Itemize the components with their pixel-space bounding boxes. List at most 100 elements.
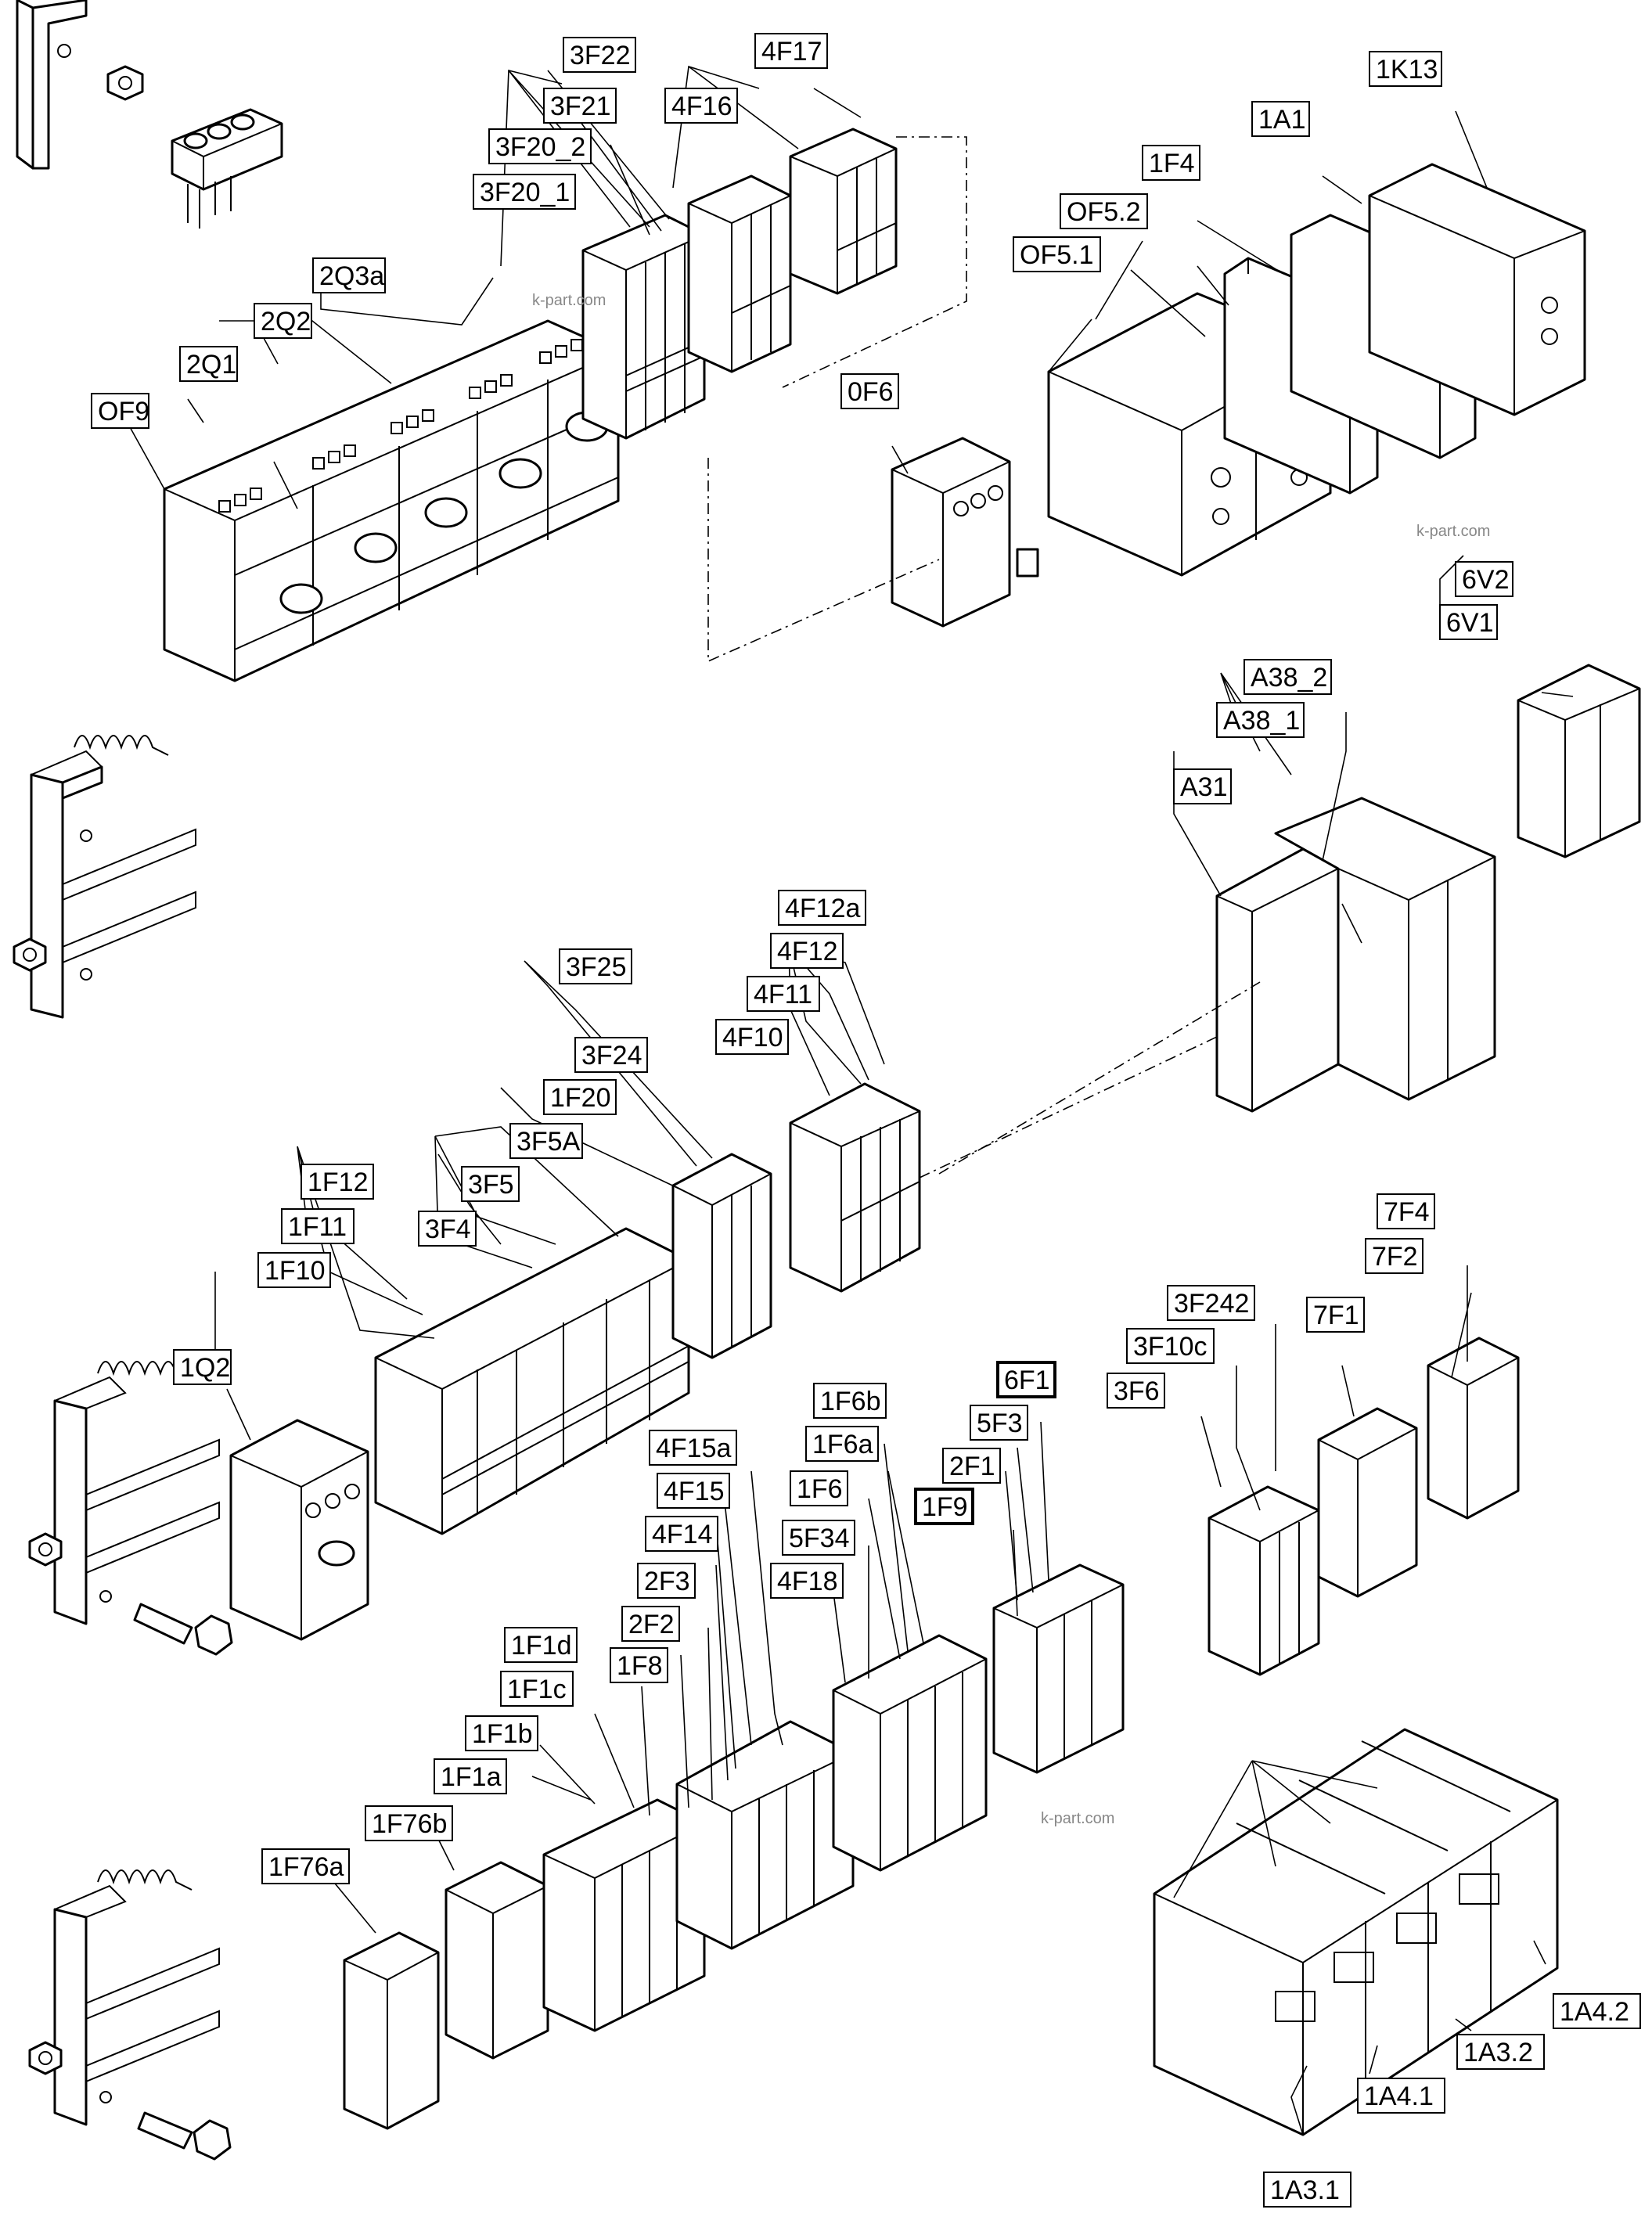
callout-4f12: 4F12 [770, 933, 844, 969]
callout-text: 3F21 [550, 92, 611, 121]
callout-box [257, 1252, 331, 1288]
callout-4f12a: 4F12a [778, 890, 866, 926]
breaker-1F76a [343, 1931, 440, 2130]
callout-labels: 3F223F213F20_23F20_14F174F161K131A11F4OF… [91, 33, 1641, 2208]
callout-3f20-1: 3F20_1 [473, 174, 576, 210]
callout-box [790, 1470, 848, 1506]
breaker-group-3F6 [1208, 1485, 1320, 1676]
callout-text: 4F12 [777, 937, 838, 966]
callout-box [488, 128, 592, 164]
breaker-1F76b [444, 1861, 549, 2060]
callout-box [559, 948, 632, 984]
callout-box [1456, 2034, 1545, 2070]
callout-text: A38_1 [1223, 706, 1300, 736]
callout-text: 1A4.2 [1560, 1997, 1629, 2027]
callout-box [1553, 1993, 1641, 2029]
callout-text: 7F2 [1372, 1242, 1418, 1272]
callout-text: 6V1 [1446, 608, 1494, 638]
callout-1f1a: 1F1a [434, 1758, 507, 1794]
callout-text: 1F9 [922, 1492, 968, 1522]
callout-text: 1F76a [268, 1852, 344, 1882]
callout-text: 4F15 [664, 1477, 725, 1506]
callout-text: 1A3.2 [1463, 2038, 1533, 2067]
callout-box [1439, 604, 1498, 640]
callout-text: 2Q3a [319, 261, 384, 291]
callout-1a4-2: 1A4.2 [1553, 1993, 1641, 2029]
callout-1f6a: 1F6a [805, 1426, 879, 1462]
callout-text: 6F1 [1004, 1366, 1050, 1395]
callout-text: 1Q2 [180, 1353, 230, 1383]
callout-text: 3F4 [425, 1214, 471, 1244]
callout-text: A31 [1180, 772, 1228, 802]
callout-box [1357, 2078, 1445, 2114]
callout-box [1216, 702, 1305, 738]
din-rail-bottom [28, 1869, 232, 2161]
callout-text: 2Q1 [186, 350, 236, 380]
callout-2f3: 2F3 [637, 1563, 696, 1599]
callout-box [637, 1563, 696, 1599]
callout-1q2: 1Q2 [173, 1349, 232, 1385]
callout-3f5: 3F5 [461, 1166, 520, 1202]
callout-text: 3F24 [581, 1041, 642, 1071]
callout-box [942, 1448, 1001, 1484]
callout-box [173, 1349, 232, 1385]
callout-box [473, 174, 576, 210]
motor-protector-0F6 [891, 437, 1039, 628]
callout-3f21: 3F21 [543, 88, 617, 124]
callout-box [778, 890, 866, 926]
callout-3f6: 3F6 [1107, 1373, 1165, 1409]
callout-box [301, 1164, 374, 1200]
callout-box [1306, 1297, 1365, 1333]
breaker-4F17 [789, 128, 898, 295]
callout-box [657, 1473, 730, 1509]
callout-1a4-1: 1A4.1 [1357, 2078, 1445, 2114]
callout-3f5a: 3F5A [509, 1123, 583, 1159]
callout-2q2: 2Q2 [254, 303, 312, 339]
callout-7f2: 7F2 [1365, 1238, 1423, 1274]
callout-1f12: 1F12 [301, 1164, 374, 1200]
callout-1f1c: 1F1c [500, 1671, 574, 1707]
callout-text: 4F14 [652, 1520, 713, 1549]
callout-box [500, 1671, 574, 1707]
callout-1f9: 1F9 [914, 1488, 974, 1525]
callout-4f11: 4F11 [747, 976, 820, 1012]
callout-2f1: 2F1 [942, 1448, 1001, 1484]
din-rail-middle-2 [28, 1361, 233, 1656]
callout-of5-2: OF5.2 [1060, 193, 1148, 229]
callout-4f15a: 4F15a [649, 1430, 737, 1466]
callout-box [254, 303, 312, 339]
callout-text: 1F10 [265, 1256, 326, 1286]
callout-box [179, 346, 238, 382]
breaker-1Q2 [229, 1419, 369, 1641]
callout-of5-1: OF5.1 [1013, 236, 1101, 272]
terminal-block [171, 108, 283, 228]
module-6V [1517, 664, 1641, 858]
callout-1f1d: 1F1d [504, 1627, 578, 1663]
callout-box [543, 1079, 617, 1115]
callout-1f4: 1F4 [1142, 145, 1200, 181]
breaker-1F20 [671, 1153, 772, 1359]
callout-1f11: 1F11 [281, 1208, 355, 1244]
callout-box [1142, 145, 1200, 181]
callout-box [1369, 51, 1442, 87]
callout-a38-1: A38_1 [1216, 702, 1305, 738]
callout-text: 2F2 [628, 1610, 675, 1639]
callout-box [312, 257, 386, 293]
callout-text: OF9 [98, 397, 149, 426]
leader-lines [124, 65, 1574, 2136]
callout-text: 1F1d [511, 1631, 572, 1661]
callout-box [664, 88, 738, 124]
callout-box [610, 1647, 668, 1683]
callout-3f22: 3F22 [563, 37, 636, 73]
callout-text: 2Q2 [261, 307, 311, 336]
dashed-leader-A31 [938, 981, 1261, 1175]
callout-box [1013, 236, 1101, 272]
callout-1k13: 1K13 [1369, 51, 1442, 87]
callout-0f6: 0F6 [840, 373, 899, 409]
callout-text: 1A1 [1258, 105, 1306, 135]
callout-text: 4F16 [671, 92, 732, 121]
callout-text: 1F12 [308, 1168, 369, 1197]
callout-6f1: 6F1 [996, 1361, 1056, 1398]
callout-box [754, 33, 828, 69]
